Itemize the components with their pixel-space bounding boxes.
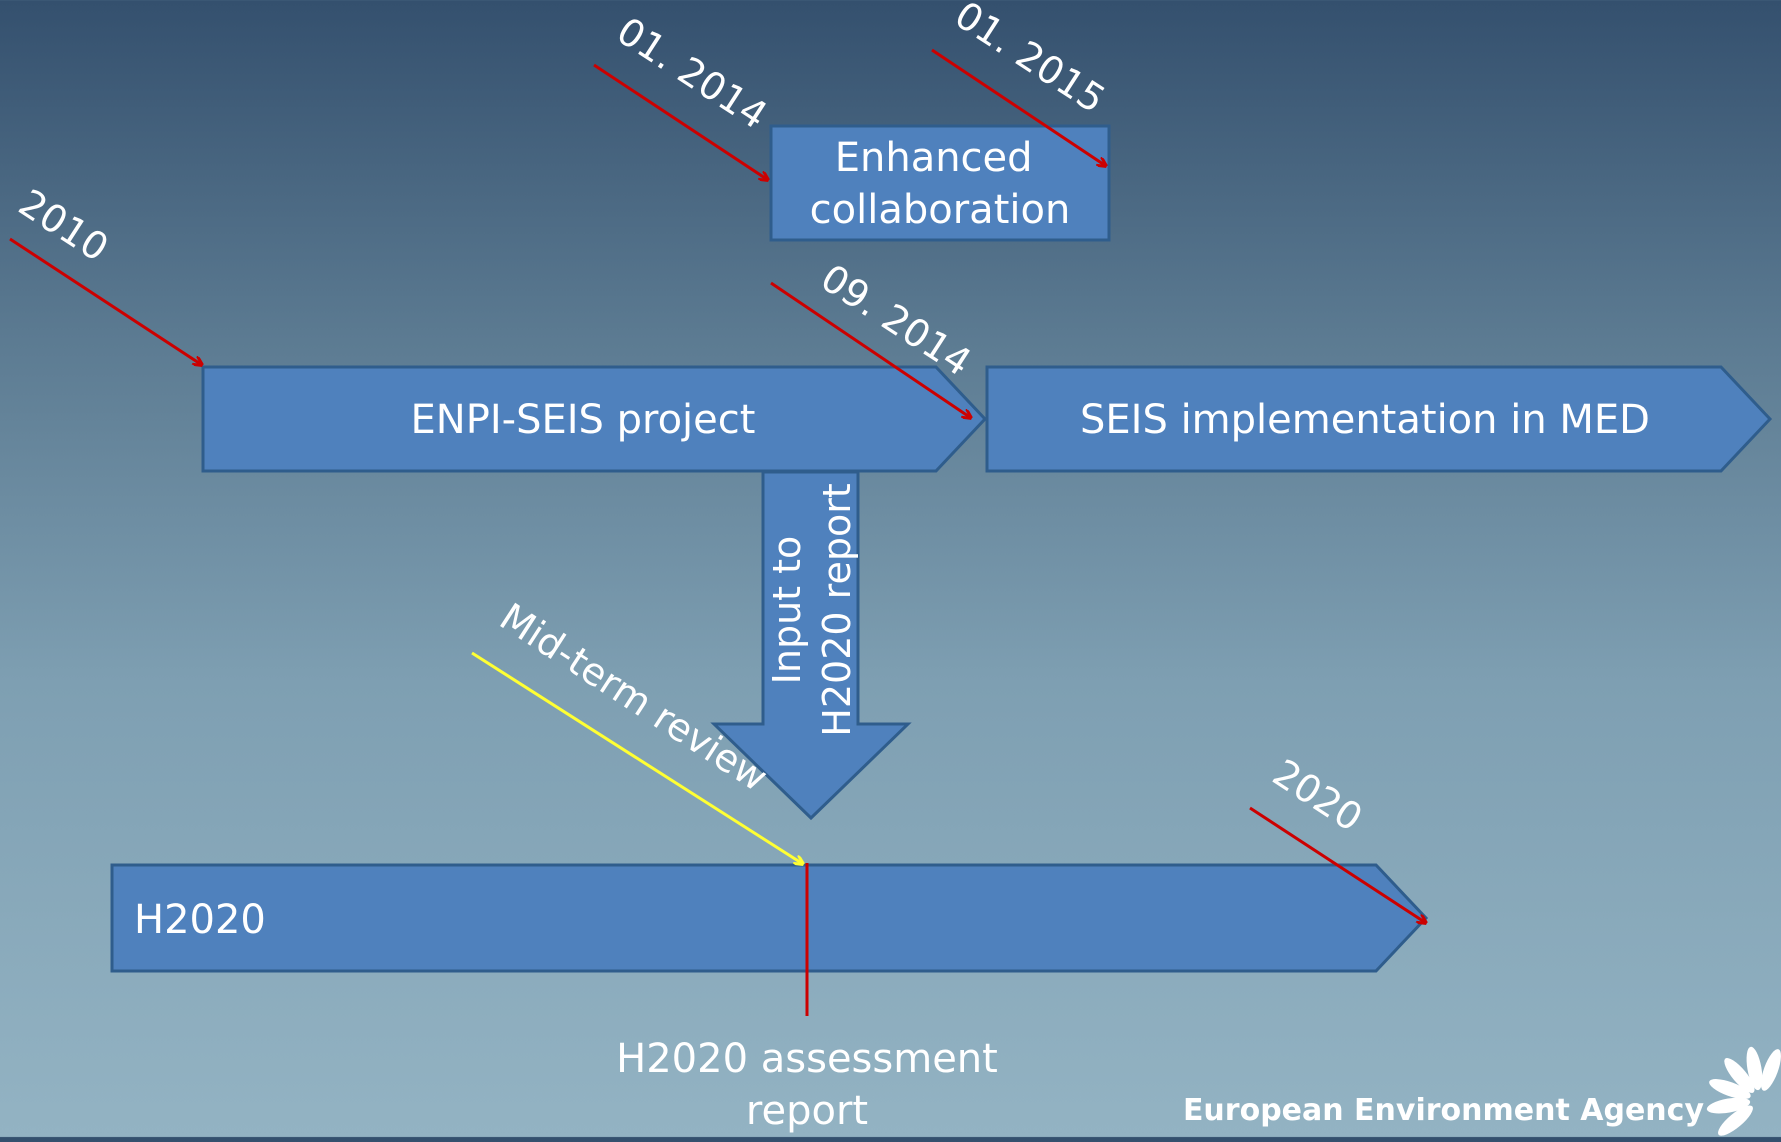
agency-name: European Environment Agency <box>1183 1093 1705 1128</box>
date-arrow-2010 <box>9 237 202 365</box>
agency-footer: European Environment Agency <box>1183 1046 1781 1136</box>
input-arrow-label-line2: H2020 report <box>815 483 859 736</box>
agency-logo-icon <box>1706 1046 1781 1136</box>
date-label-01-2014: 01. 2014 <box>609 9 775 138</box>
input-to-h2020-arrow: Input to H2020 report <box>710 470 912 821</box>
date-label-2010: 2010 <box>11 181 116 271</box>
assessment-report-label: H2020 assessment report <box>616 1036 998 1134</box>
seis-implementation-arrow: SEIS implementation in MED <box>985 365 1773 473</box>
enhanced-collaboration-box: Enhanced collaboration <box>769 124 1111 242</box>
h2020-bar: H2020 <box>110 863 1429 973</box>
mid-term-review-arrow <box>471 651 803 864</box>
date-arrow-09-2014 <box>770 281 971 418</box>
svg-text:Enhanced collaboration: Enhanced collaboration <box>810 135 1071 233</box>
enpi-seis-project-label: ENPI-SEIS project <box>411 397 756 443</box>
input-arrow-label-line1: Input to <box>765 536 809 685</box>
date-arrow-2020 <box>1249 806 1426 923</box>
date-arrow-01-2015 <box>931 48 1106 166</box>
date-arrow-01-2014 <box>593 63 768 180</box>
seis-implementation-label: SEIS implementation in MED <box>1080 397 1650 443</box>
mid-term-review-label: Mid-term review <box>492 595 775 800</box>
date-label-01-2015: 01. 2015 <box>947 0 1113 122</box>
h2020-bar-label: H2020 <box>134 897 266 943</box>
enhanced-collaboration-label: Enhanced <box>835 135 1033 181</box>
enhanced-collaboration-label-line2: collaboration <box>810 187 1071 233</box>
date-label-09-2014: 09. 2014 <box>813 256 979 385</box>
assessment-report-line1: H2020 assessment <box>616 1036 998 1082</box>
assessment-report-line2: report <box>746 1088 868 1134</box>
enpi-seis-project-arrow: ENPI-SEIS project <box>201 365 988 473</box>
